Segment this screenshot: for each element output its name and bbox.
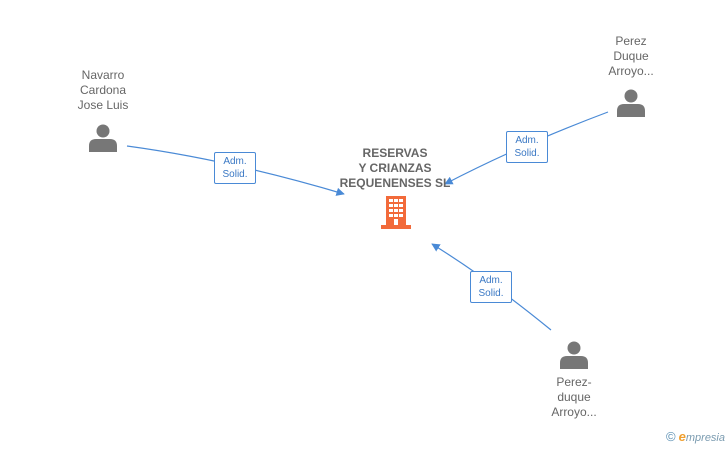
brand-rest: mpresia xyxy=(685,432,725,444)
company-name[interactable]: RESERVAS Y CRIANZAS REQUENENSES SL xyxy=(330,146,460,191)
person-name-line: Duque xyxy=(613,49,649,63)
person-name-line: Arroyo... xyxy=(551,405,597,419)
company-name-line: REQUENENSES SL xyxy=(339,176,451,190)
person-name-line: duque xyxy=(557,390,591,404)
relation-label-perez-duque[interactable]: Adm. Solid. xyxy=(506,131,548,163)
relation-label-perez-duque-2[interactable]: Adm. Solid. xyxy=(470,271,512,303)
relation-label-line: Adm. xyxy=(223,156,247,167)
footer-brand[interactable]: © empresia xyxy=(666,429,725,444)
brand-logo: empresia xyxy=(679,429,725,444)
person-name-perez-duque-2[interactable]: Perez- duque Arroyo... xyxy=(532,375,616,420)
person-icon[interactable] xyxy=(617,89,645,118)
person-name-line: Perez xyxy=(615,34,647,48)
person-icon[interactable] xyxy=(560,341,588,370)
person-name-line: Navarro xyxy=(81,68,125,82)
relation-label-line: Adm. xyxy=(479,275,503,286)
relation-label-line: Adm. xyxy=(515,135,539,146)
relation-label-line: Solid. xyxy=(514,148,540,159)
copyright-symbol: © xyxy=(666,429,676,444)
person-name-line: Arroyo... xyxy=(608,64,654,78)
person-name-navarro[interactable]: Navarro Cardona Jose Luis xyxy=(63,68,143,113)
person-name-line: Perez- xyxy=(556,375,592,389)
person-name-line: Jose Luis xyxy=(77,98,129,112)
building-icon[interactable] xyxy=(381,196,411,229)
person-icon[interactable] xyxy=(89,124,117,153)
relation-label-navarro[interactable]: Adm. Solid. xyxy=(214,152,256,184)
relation-label-line: Solid. xyxy=(478,288,504,299)
person-name-perez-duque[interactable]: Perez Duque Arroyo... xyxy=(591,34,671,79)
brand-initial: e xyxy=(678,429,686,444)
relation-label-line: Solid. xyxy=(222,169,248,180)
person-name-line: Cardona xyxy=(79,83,127,97)
company-name-line: RESERVAS xyxy=(362,146,428,160)
company-name-line: Y CRIANZAS xyxy=(358,161,432,175)
